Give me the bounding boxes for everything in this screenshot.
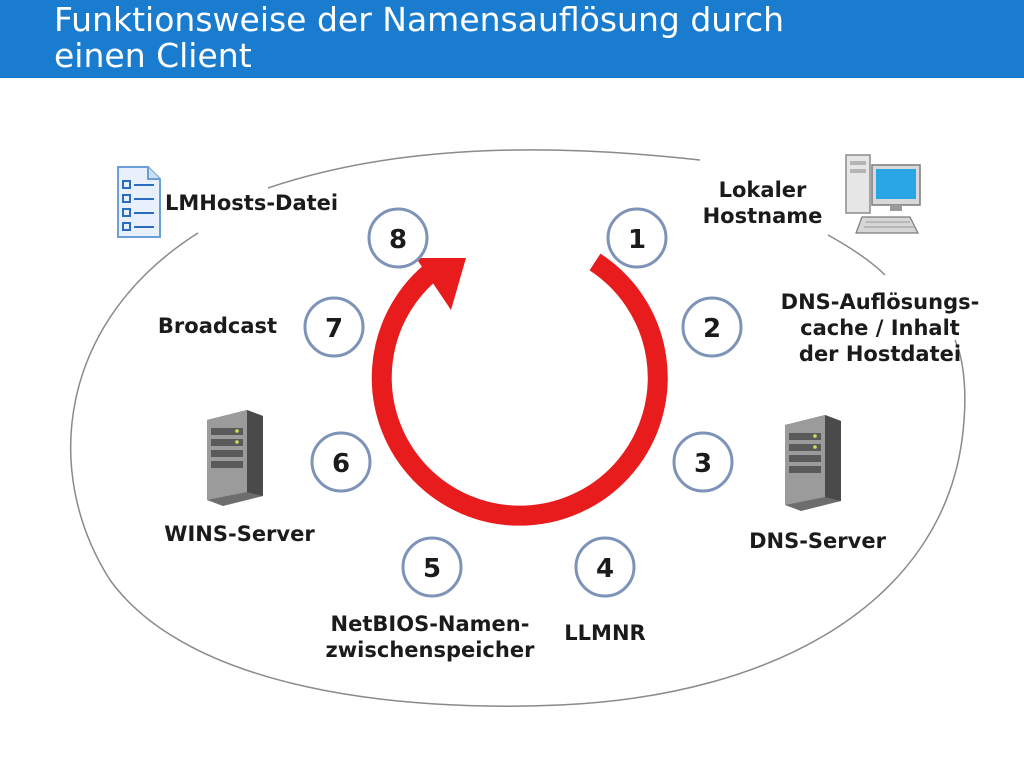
label-netbios-namenzwischenspeicher: NetBIOS-Namen- zwischenspeicher (325, 612, 535, 662)
label-lokaler-hostname: Lokaler Hostname (702, 178, 823, 228)
step-number: 7 (325, 314, 343, 344)
label-broadcast: Broadcast (157, 314, 278, 338)
label-llmnr: LLMNR (564, 621, 646, 645)
page-title: Funktionsweise der Namensauflösung durch… (54, 0, 785, 75)
desktop-computer-icon (845, 154, 921, 234)
step-circle-6: 6 (310, 431, 372, 493)
outer-ellipse-right-segment (827, 234, 886, 276)
step-circle-5: 5 (401, 536, 463, 598)
step-circle-3: 3 (672, 431, 734, 493)
step-circle-2: 2 (681, 296, 743, 358)
label-wins-server: WINS-Server (164, 522, 315, 546)
step-number: 5 (423, 554, 441, 584)
server-tower-icon (207, 410, 263, 506)
step-number: 3 (694, 449, 712, 479)
title-bar: Funktionsweise der Namensauflösung durch… (0, 0, 1024, 78)
outer-ellipse-left (69, 232, 966, 707)
arrow-head (416, 258, 466, 310)
process-flow-arrow (371, 253, 668, 526)
step-number: 6 (332, 449, 350, 479)
step-number: 4 (596, 554, 614, 584)
document-list-icon (117, 166, 161, 238)
step-circle-8: 8 (367, 207, 429, 269)
step-circle-4: 4 (574, 536, 636, 598)
step-circle-1: 1 (606, 207, 668, 269)
step-circle-7: 7 (303, 296, 365, 358)
server-tower-icon (785, 415, 841, 511)
outer-ellipse-top (267, 149, 701, 189)
step-number: 1 (628, 225, 646, 255)
step-number: 2 (703, 314, 721, 344)
label-dns-server: DNS-Server (749, 529, 886, 553)
label-lmhosts-datei: LMHosts-Datei (165, 191, 339, 215)
label-dns-cache: DNS-Auflösungs- cache / Inhalt der Hostd… (780, 290, 980, 366)
step-number: 8 (389, 225, 407, 255)
